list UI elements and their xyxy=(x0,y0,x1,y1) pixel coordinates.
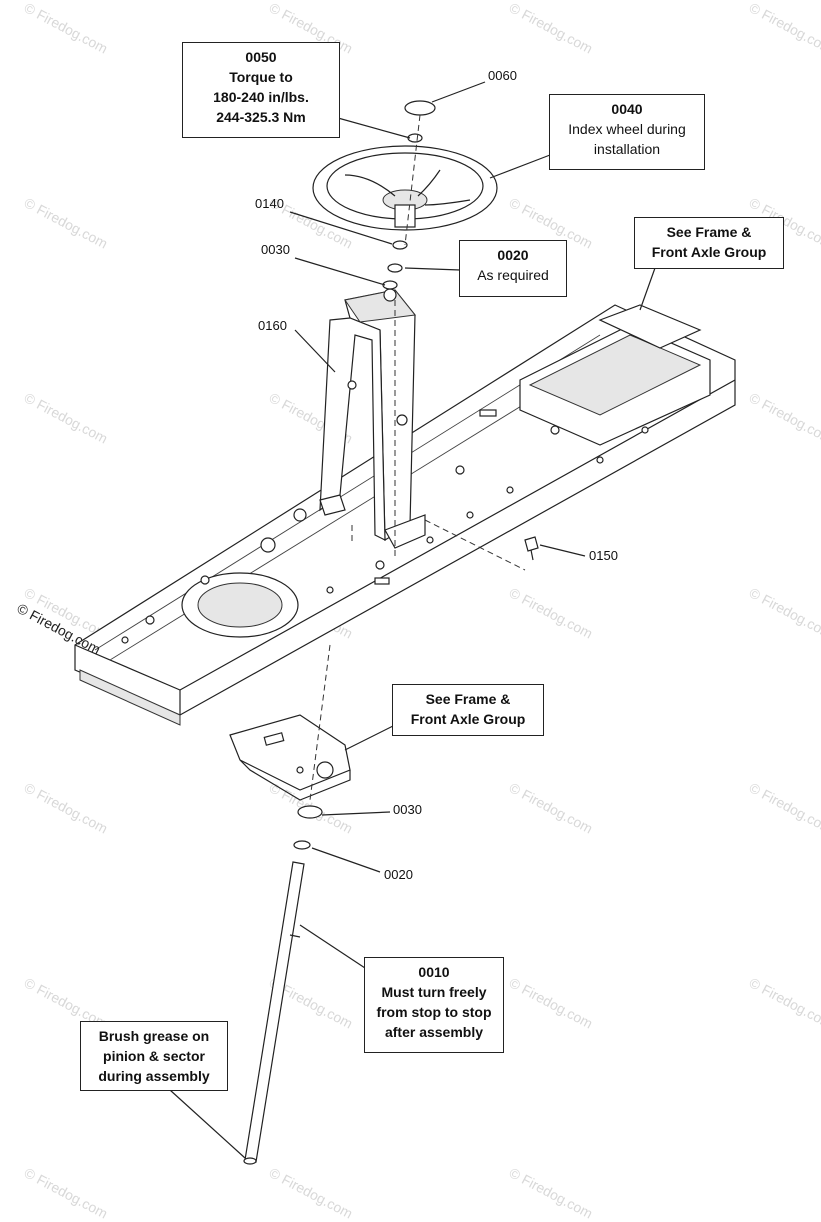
label-0030-bottom: 0030 xyxy=(393,802,422,817)
alignment-lines xyxy=(309,114,526,801)
callout-0050-line2: 180-240 in/lbs. xyxy=(213,89,309,105)
callout-0050: 0050 Torque to 180-240 in/lbs. 244-325.3… xyxy=(182,42,340,138)
callout-0050-line3: 244-325.3 Nm xyxy=(216,109,306,125)
callout-0010-line2: from stop to stop xyxy=(376,1004,492,1020)
label-0030-top: 0030 xyxy=(261,242,290,257)
part-0140-drawing xyxy=(392,240,408,250)
steering-shaft-drawing xyxy=(243,861,305,1165)
callout-frame-mid: See Frame & Front Axle Group xyxy=(392,684,544,736)
callout-0010-line3: after assembly xyxy=(384,1024,484,1040)
callout-frame-top-line2: Front Axle Group xyxy=(651,244,767,260)
nut-0050-drawing xyxy=(407,133,423,143)
bolt-0150-drawing xyxy=(524,536,539,561)
callout-0020-line1: As required xyxy=(477,267,549,283)
callout-0040: 0040 Index wheel during installation xyxy=(549,94,705,170)
leader-lines xyxy=(169,81,656,1159)
callout-frame-mid-line2: Front Axle Group xyxy=(410,711,526,727)
callout-0010-line1: Must turn freely xyxy=(381,984,487,1000)
callout-grease-line2: pinion & sector xyxy=(103,1048,205,1064)
label-0150: 0150 xyxy=(589,548,618,563)
callout-0020: 0020 As required xyxy=(459,240,567,297)
bushing-0030-drawing xyxy=(382,280,398,290)
callout-frame-top: See Frame & Front Axle Group xyxy=(634,217,784,269)
callout-grease-line1: Brush grease on xyxy=(98,1028,210,1044)
callout-grease-line3: during assembly xyxy=(98,1068,210,1084)
callout-0050-code: 0050 xyxy=(245,49,277,65)
cap-0060-drawing xyxy=(404,100,436,116)
steering-wheel-drawing xyxy=(312,145,498,231)
steering-support-drawing xyxy=(319,288,426,560)
label-0160: 0160 xyxy=(258,318,287,333)
callout-0020-code: 0020 xyxy=(497,247,529,263)
washer-0020-drawing xyxy=(387,263,403,273)
callout-0040-line2: installation xyxy=(593,141,661,157)
lower-bracket-drawing xyxy=(229,714,351,801)
label-0060: 0060 xyxy=(488,68,517,83)
callout-0010-code: 0010 xyxy=(418,964,450,980)
callout-frame-mid-line1: See Frame & xyxy=(425,691,511,707)
callout-0040-line1: Index wheel during xyxy=(568,121,686,137)
washer-0020-bottom-drawing xyxy=(293,840,311,850)
callout-grease: Brush grease on pinion & sector during a… xyxy=(80,1021,228,1091)
label-0020-bottom: 0020 xyxy=(384,867,413,882)
label-0140: 0140 xyxy=(255,196,284,211)
bushing-0030-bottom-drawing xyxy=(297,805,323,819)
callout-0050-line1: Torque to xyxy=(229,69,293,85)
callout-frame-top-line1: See Frame & xyxy=(666,224,752,240)
callout-0010: 0010 Must turn freely from stop to stop … xyxy=(364,957,504,1053)
callout-0040-code: 0040 xyxy=(611,101,643,117)
